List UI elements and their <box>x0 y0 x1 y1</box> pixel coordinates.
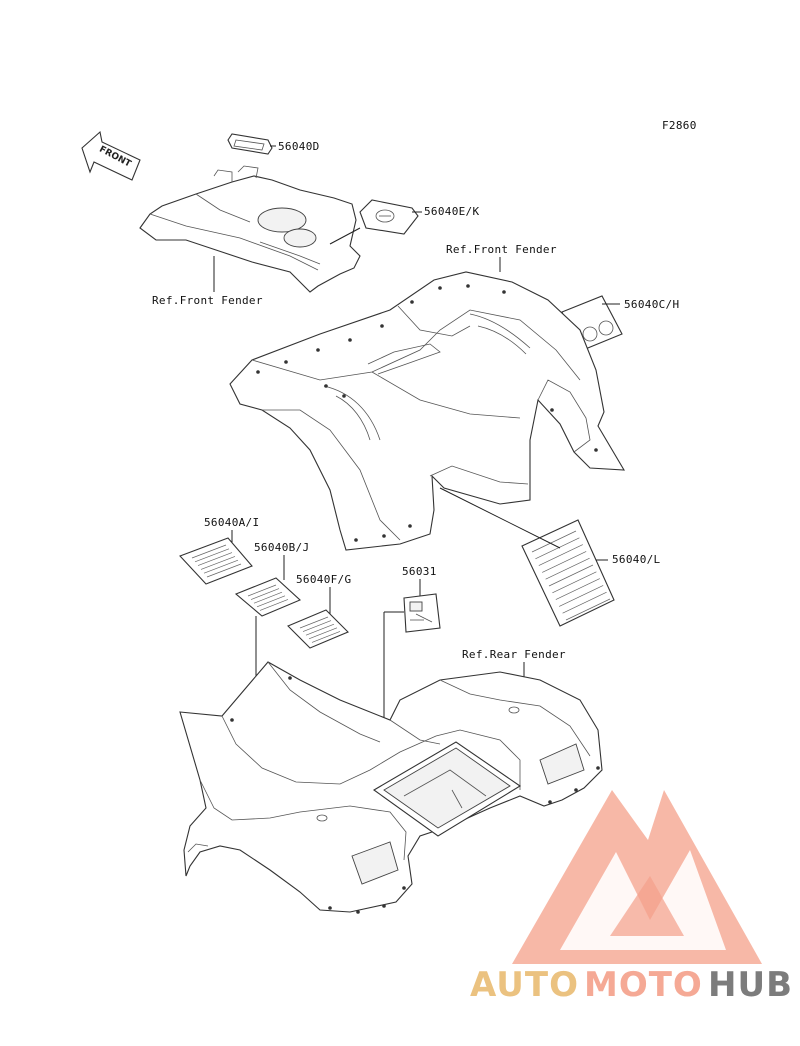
label-56040D-part <box>227 133 276 155</box>
decal-hatch-line <box>194 548 230 563</box>
part-number-56040AI: 56040A/I <box>204 516 259 529</box>
label-56040BJ-part <box>234 577 302 617</box>
decal-hatch-line <box>535 537 580 560</box>
ref-rear-fender-label: Ref.Rear Fender <box>462 648 566 661</box>
logo-text-auto: AUTO <box>470 965 579 1005</box>
decal-hatch-line <box>538 544 583 566</box>
front-fender-cover <box>139 165 361 293</box>
figure-code: F2860 <box>662 119 697 132</box>
part-number-56040EK: 56040E/K <box>424 205 479 218</box>
decal-hatch-line <box>299 616 329 629</box>
decal-hatch-line <box>531 530 577 553</box>
front-fender-body <box>229 271 625 551</box>
front-direction-arrow: FRONT <box>81 130 141 181</box>
decal-hatch-line <box>259 599 289 611</box>
decal-hatch-line <box>545 557 590 580</box>
decal-hatch-line <box>197 552 233 566</box>
label-56031-part <box>403 593 441 633</box>
part-number-56040CH: 56040C/H <box>624 298 679 311</box>
part-number-56040L: 56040/L <box>612 553 661 566</box>
decal-hatch-line <box>311 631 341 643</box>
decal-hatch-line <box>256 595 286 608</box>
part-number-56040FG: 56040F/G <box>296 573 351 586</box>
decal-hatch-line <box>200 556 236 570</box>
label-56040EK-part <box>329 199 422 245</box>
label-56040L-part <box>439 487 615 627</box>
decal-hatch-line <box>542 551 587 573</box>
decal-hatch-line <box>555 578 600 600</box>
decal-hatch-line <box>302 620 332 632</box>
label-56040AI-part <box>179 537 253 585</box>
decal-hatch-line <box>203 559 239 574</box>
decal-hatch-line <box>559 585 604 607</box>
decal-hatch-line <box>253 591 283 604</box>
decal-hatch-line <box>305 623 335 636</box>
automotohub-logo: AUTO MOTO HUB <box>470 790 793 1005</box>
decal-hatch-line <box>552 571 597 594</box>
part-number-56040BJ: 56040B/J <box>254 541 309 554</box>
decal-hatch-line <box>565 598 611 621</box>
label-56040FG-part <box>287 609 349 649</box>
decal-hatch-line <box>562 591 607 614</box>
ref-front-fender-left-label: Ref.Front Fender <box>152 294 263 307</box>
decal-hatch-line <box>191 544 227 559</box>
part-number-56040D: 56040D <box>278 140 320 153</box>
rear-fender-body <box>179 661 603 914</box>
decal-hatch-line <box>250 588 280 600</box>
part-number-56031: 56031 <box>402 565 437 578</box>
decal-hatch-line <box>308 627 338 640</box>
logo-text-hub: HUB <box>708 965 793 1005</box>
decal-hatch-line <box>247 584 277 597</box>
decal-hatch-line <box>548 564 594 587</box>
decal-hatch-line <box>206 563 242 578</box>
ref-front-fender-top-label: Ref.Front Fender <box>446 243 557 256</box>
logo-text-moto: MOTO <box>584 965 703 1005</box>
